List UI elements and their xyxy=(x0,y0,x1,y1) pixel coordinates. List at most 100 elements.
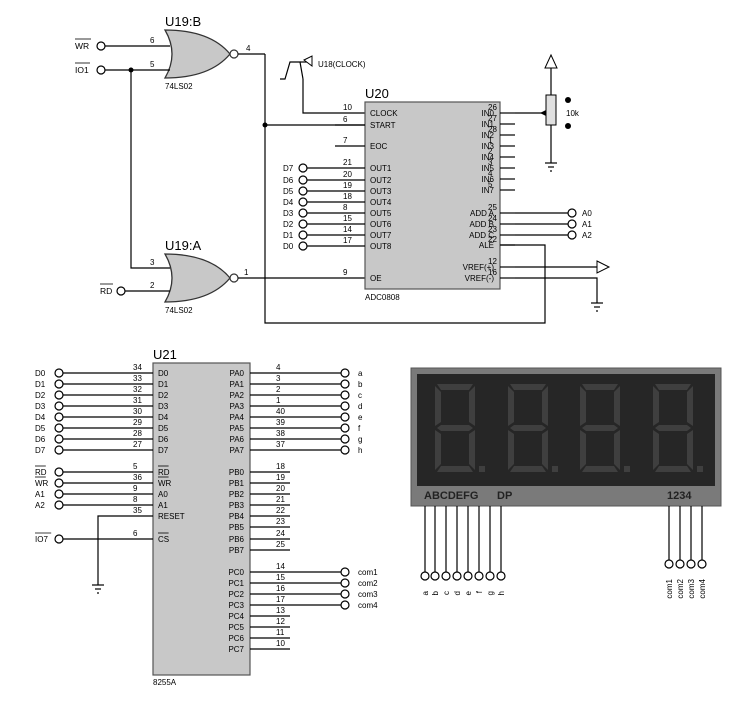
u21-pin-num: 28 xyxy=(133,429,142,438)
digit-1-segment-e xyxy=(435,430,441,470)
digit-2-segment-c xyxy=(542,430,548,470)
u21-pin-name: PA1 xyxy=(229,380,244,389)
u20-pin-num: 2 xyxy=(488,147,493,156)
digit-4-segment-f xyxy=(653,386,659,426)
u21-port-label: h xyxy=(358,446,362,455)
display-digit-label: 1234 xyxy=(667,490,692,502)
u20-pin-num: 21 xyxy=(343,158,352,167)
u21-port-label: d xyxy=(358,402,362,411)
u21-pin-num: 11 xyxy=(276,628,285,637)
u21-pin-name: A1 xyxy=(158,501,168,510)
u21-pin-num: 10 xyxy=(276,639,285,648)
wire-reset-ground xyxy=(97,515,125,585)
u21-pin-name: PA6 xyxy=(229,435,244,444)
u20-net-label: D1 xyxy=(283,231,294,240)
potentiometer-body xyxy=(545,94,557,126)
u20-net-label: D0 xyxy=(283,242,294,251)
digit-4-decimal-point xyxy=(697,466,703,472)
u21-net-label: RD xyxy=(35,468,47,477)
u21-port-label: c xyxy=(358,391,362,400)
u20-net-label: D2 xyxy=(283,220,294,229)
digit-3-segment-a xyxy=(582,384,618,390)
u19b-inversion-bubble xyxy=(229,49,239,59)
u20-pin-name: OUT7 xyxy=(370,231,392,240)
display-seg-pin-label: c xyxy=(442,591,451,595)
u21-pin-name: A0 xyxy=(158,490,168,499)
display-seg-terminal xyxy=(452,571,462,581)
u21-pin-name: PC2 xyxy=(228,590,244,599)
u20-body xyxy=(364,101,501,290)
digit-1-segment-b xyxy=(469,386,475,426)
net-terminal xyxy=(54,467,64,477)
port-terminal xyxy=(340,600,350,610)
display-seg-terminal xyxy=(474,571,484,581)
display-seg-pin-label: f xyxy=(475,590,484,593)
u21-pin-name: D3 xyxy=(158,402,169,411)
u21-pin-name: RESET xyxy=(158,512,185,521)
u21-pin-num: 24 xyxy=(276,529,285,538)
net-terminal xyxy=(298,208,308,218)
u21-pin-num: 5 xyxy=(133,462,138,471)
u21-port-label: com3 xyxy=(358,590,378,599)
u21-pin-num: 15 xyxy=(276,573,285,582)
display-com-pin-label: com2 xyxy=(676,578,685,598)
u20-pin-name: OE xyxy=(370,274,382,283)
u20-pin-num: 10 xyxy=(343,103,352,112)
u20-net-label: D6 xyxy=(283,176,294,185)
u21-pin-name: PB2 xyxy=(229,490,245,499)
u21-pin-num: 19 xyxy=(276,473,285,482)
address-terminal xyxy=(567,219,577,229)
u20-pin-num: 22 xyxy=(488,235,497,244)
u21-port-label: com4 xyxy=(358,601,378,610)
u20-pin-name: OUT6 xyxy=(370,220,392,229)
display-seg-terminal xyxy=(496,571,506,581)
u21-net-label: WR xyxy=(35,479,49,488)
u21-pin-num: 33 xyxy=(133,374,142,383)
u21-pin-name: CS xyxy=(158,535,169,544)
u20-pin-name: START xyxy=(370,121,396,130)
u21-pin-num: 39 xyxy=(276,418,285,427)
u20-pin-name: CLOCK xyxy=(370,109,398,118)
u21-pin-name: PB1 xyxy=(229,479,245,488)
display-com-pin-label: com3 xyxy=(687,578,696,598)
port-terminal xyxy=(340,445,350,455)
port-terminal xyxy=(340,379,350,389)
net-terminal xyxy=(54,445,64,455)
u21-pin-name: PB0 xyxy=(229,468,245,477)
u19b-ref: U19:B xyxy=(165,14,201,29)
u20-net-label: D5 xyxy=(283,187,294,196)
display-seg-terminal xyxy=(430,571,440,581)
pot-wiper-icon xyxy=(540,110,546,116)
u21-pin-name: PB3 xyxy=(229,501,245,510)
u20-pin-num: 1 xyxy=(488,136,493,145)
wire-start-ale xyxy=(264,54,546,324)
u21-pin-name: PC5 xyxy=(228,623,244,632)
display-com-terminal xyxy=(697,559,707,569)
u20-pin-num: 24 xyxy=(488,214,497,223)
u20-pin-num: 23 xyxy=(488,225,497,234)
u21-pin-num: 12 xyxy=(276,617,285,626)
net-terminal xyxy=(298,219,308,229)
u21-pin-name: PC7 xyxy=(228,645,244,654)
u20-pin-name: VREF(-) xyxy=(465,274,495,283)
u20-pin-name: ADD A xyxy=(470,209,495,218)
u21-pin-name: PB7 xyxy=(229,546,245,555)
u21-pin-name: D5 xyxy=(158,424,169,433)
u20-pin-name: ALE xyxy=(479,241,494,250)
u21-pin-name: PA7 xyxy=(229,446,244,455)
u21-pin-name: RD xyxy=(158,468,170,477)
u20-pin-num: 19 xyxy=(343,181,352,190)
u21-pin-name: PC3 xyxy=(228,601,244,610)
digit-2-segment-d xyxy=(510,466,546,472)
u21-pin-name: PB5 xyxy=(229,523,245,532)
u21-pin-name: WR xyxy=(158,479,172,488)
u21-pin-num: 22 xyxy=(276,506,285,515)
digit-4-segment-d xyxy=(655,466,691,472)
rd-label: RD xyxy=(100,286,112,296)
net-terminal xyxy=(54,434,64,444)
u20-pin-name: IN6 xyxy=(482,175,495,184)
u20-pin-name: VREF(+) xyxy=(463,263,495,272)
pot-pin-marker xyxy=(565,123,571,129)
u21-port-label: a xyxy=(358,369,363,378)
